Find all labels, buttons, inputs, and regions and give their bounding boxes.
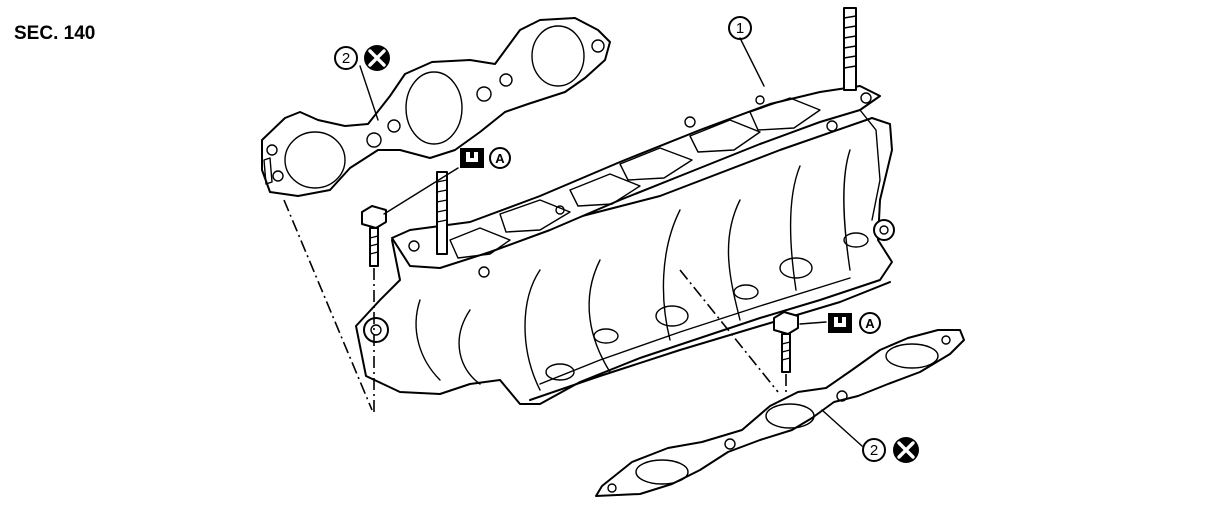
torque-wrench-icon — [828, 313, 852, 333]
upper-gasket — [261, 17, 611, 197]
torque-wrench-icon — [460, 148, 484, 168]
torque-callout-upper-letter: A — [495, 151, 505, 166]
torque-callout-lower-letter: A — [865, 316, 875, 331]
torque-callout-lower: A — [828, 312, 881, 334]
callout-gasket-upper-number: 2 — [342, 50, 350, 67]
callout-gasket-lower: 2 — [862, 437, 919, 463]
section-label: SEC. 140 — [14, 23, 95, 44]
bolt-upper — [361, 205, 387, 267]
x-circle-icon — [893, 437, 919, 463]
callout-manifold: 1 — [728, 16, 752, 40]
torque-callout-upper: A — [460, 147, 511, 169]
alignment-lines — [283, 199, 787, 412]
x-circle-icon — [364, 45, 390, 71]
leader-lines — [359, 37, 863, 447]
intake-manifold — [355, 7, 895, 405]
bolt-lower — [773, 311, 799, 373]
lower-gasket — [595, 329, 965, 497]
callout-manifold-number: 1 — [736, 20, 744, 37]
callout-gasket-lower-number: 2 — [870, 442, 878, 459]
callout-gasket-upper: 2 — [334, 45, 390, 71]
